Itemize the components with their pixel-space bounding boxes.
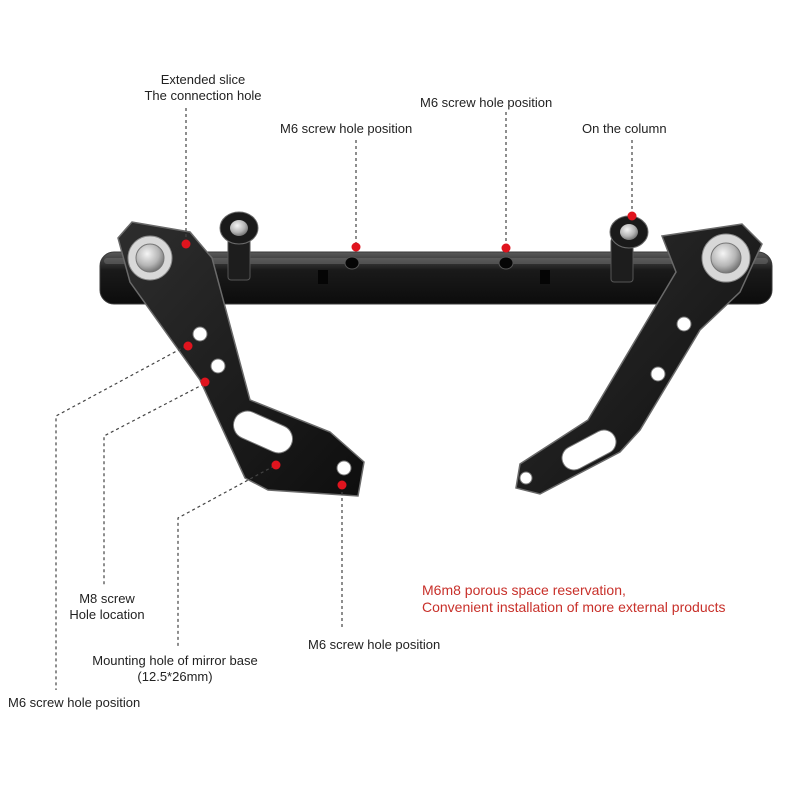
label-text: Hole location (69, 607, 145, 622)
leader-m6-bottom-left (55, 345, 187, 690)
label-m6-bottom-center: M6 screw hole position (308, 637, 441, 652)
marker-mirror-base (271, 460, 281, 470)
callout-porous-space: M6m8 porous space reservation, Convenien… (422, 582, 726, 616)
label-text: Extended slice (160, 72, 246, 87)
label-text: Mounting hole of mirror base (92, 653, 258, 668)
right-bracket-plate (515, 223, 763, 495)
bar-hole-right (498, 256, 514, 270)
marker-extended-slice (181, 239, 191, 249)
label-on-column: On the column (582, 121, 667, 136)
label-text: M8 screw (79, 591, 135, 606)
label-m8-hole: M8 screw Hole location (52, 591, 162, 623)
label-text: The connection hole (144, 88, 262, 103)
column-left (219, 211, 259, 281)
leader-mirror-base (177, 465, 275, 648)
bar-hole-left (344, 256, 360, 270)
marker-m6-top-right (501, 243, 511, 253)
leader-m8 (103, 383, 205, 586)
hole-markers (181, 211, 637, 490)
marker-m6-top-center (351, 242, 361, 252)
marker-m6-bottom-center (337, 480, 347, 490)
leader-lines (55, 108, 633, 690)
label-m6-top-right: M6 screw hole position (420, 95, 553, 110)
left-bracket-plate (117, 221, 365, 497)
label-text: (12.5*26mm) (137, 669, 213, 684)
callout-text: M6m8 porous space reservation, (422, 582, 626, 598)
label-extended-slice: Extended slice The connection hole (110, 72, 296, 104)
cross-bar (99, 251, 773, 305)
label-m6-bottom-left: M6 screw hole position (8, 695, 141, 710)
marker-m6-left (183, 341, 193, 351)
marker-on-column (627, 211, 637, 221)
label-m6-top-center: M6 screw hole position (280, 121, 413, 136)
callout-text: Convenient installation of more external… (422, 599, 726, 615)
marker-m8 (200, 377, 210, 387)
label-mirror-base: Mounting hole of mirror base (12.5*26mm) (70, 653, 280, 685)
